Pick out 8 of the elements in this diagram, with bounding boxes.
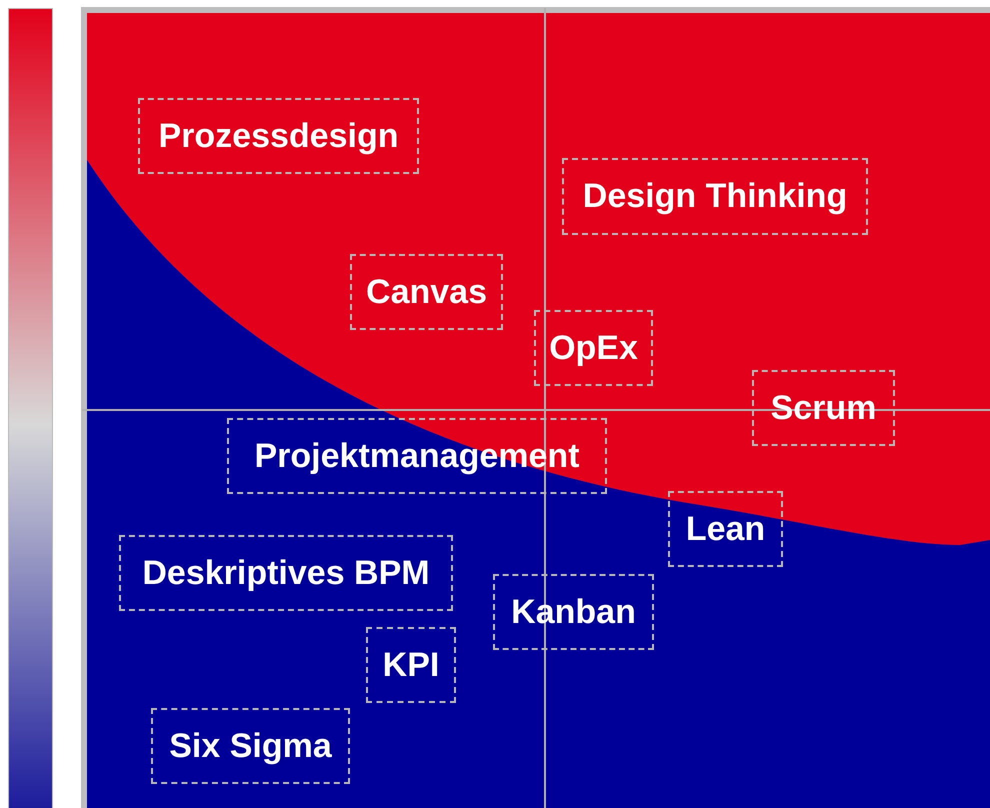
- method-label: OpEx: [534, 310, 653, 386]
- method-label: Six Sigma: [151, 708, 350, 784]
- method-label: Lean: [668, 491, 783, 567]
- method-label: Prozessdesign: [138, 98, 419, 174]
- method-label: Deskriptives BPM: [119, 535, 453, 611]
- method-label: Design Thinking: [562, 158, 868, 235]
- method-label: Canvas: [350, 254, 503, 330]
- method-label: KPI: [366, 627, 456, 703]
